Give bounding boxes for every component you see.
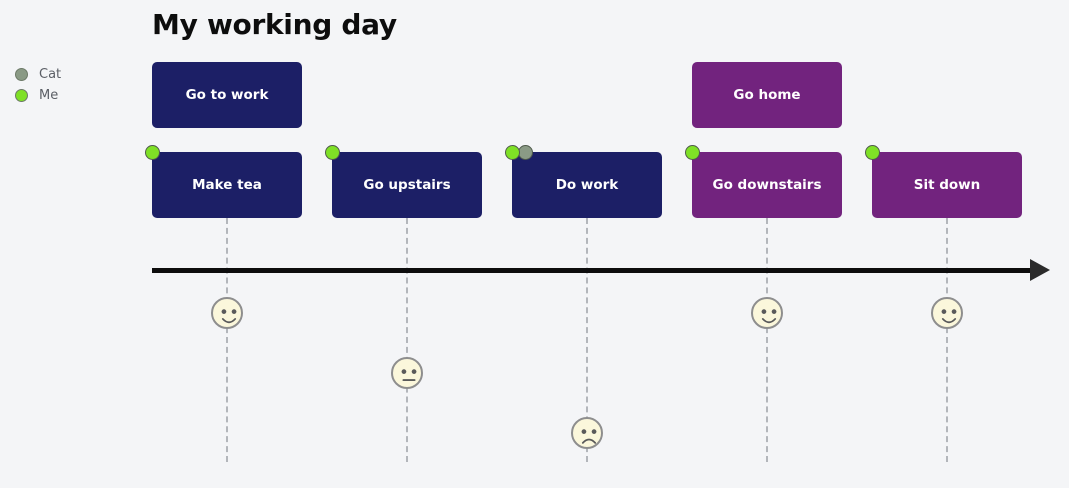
actor-dot-me-icon bbox=[865, 145, 880, 160]
task-label: Sit down bbox=[913, 177, 981, 193]
actor-dot-me-icon bbox=[505, 145, 520, 160]
connector-line bbox=[586, 218, 588, 462]
connector-line bbox=[226, 218, 228, 462]
task-label: Go to work bbox=[185, 87, 269, 103]
legend-item-label: Me bbox=[39, 88, 59, 103]
connector-line bbox=[766, 218, 768, 462]
task-box-go-home[interactable]: Go home bbox=[692, 62, 842, 128]
task-box-sit-down[interactable]: Sit down bbox=[872, 152, 1022, 218]
connector-line bbox=[946, 218, 948, 462]
task-box-make-tea[interactable]: Make tea bbox=[152, 152, 302, 218]
actor-dot-cat-icon bbox=[518, 145, 533, 160]
actor-dot-me-icon bbox=[685, 145, 700, 160]
task-label: Make tea bbox=[192, 177, 262, 193]
legend-item-me[interactable]: Me bbox=[15, 85, 61, 106]
connector-line bbox=[406, 218, 408, 462]
task-box-go-to-work[interactable]: Go to work bbox=[152, 62, 302, 128]
mood-face-sad-icon bbox=[571, 417, 603, 449]
actor-dot-me-icon bbox=[325, 145, 340, 160]
mood-face-happy-icon bbox=[751, 297, 783, 329]
actor-dot-me-icon bbox=[145, 145, 160, 160]
legend-item-label: Cat bbox=[39, 67, 62, 82]
mood-face-happy-icon bbox=[211, 297, 243, 329]
task-label: Go downstairs bbox=[712, 177, 822, 193]
task-box-go-downstairs[interactable]: Go downstairs bbox=[692, 152, 842, 218]
legend-swatch-cat-icon bbox=[15, 68, 28, 81]
mood-face-happy-icon bbox=[931, 297, 963, 329]
task-label: Go upstairs bbox=[363, 177, 451, 193]
arrow-right-icon bbox=[1030, 259, 1050, 281]
page-title: My working day bbox=[152, 8, 397, 41]
legend-item-cat[interactable]: Cat bbox=[15, 64, 61, 85]
legend-swatch-me-icon bbox=[15, 89, 28, 102]
task-box-do-work[interactable]: Do work bbox=[512, 152, 662, 218]
mood-face-neutral-icon bbox=[391, 357, 423, 389]
task-label: Go home bbox=[733, 87, 801, 103]
timeline-axis bbox=[152, 268, 1030, 273]
task-box-go-upstairs[interactable]: Go upstairs bbox=[332, 152, 482, 218]
task-label: Do work bbox=[555, 177, 619, 193]
